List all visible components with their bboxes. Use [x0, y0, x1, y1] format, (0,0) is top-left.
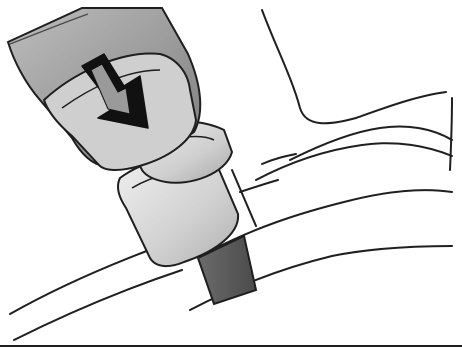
seat-cushion-left-2: [14, 270, 182, 340]
seatback-contour: [262, 10, 446, 123]
seat-curve-mid: [256, 143, 452, 180]
seat-curve-lower: [212, 190, 452, 250]
seat-gap-line: [240, 180, 278, 192]
seat-side-edge: [450, 98, 452, 170]
seat-cushion-left: [10, 246, 160, 314]
